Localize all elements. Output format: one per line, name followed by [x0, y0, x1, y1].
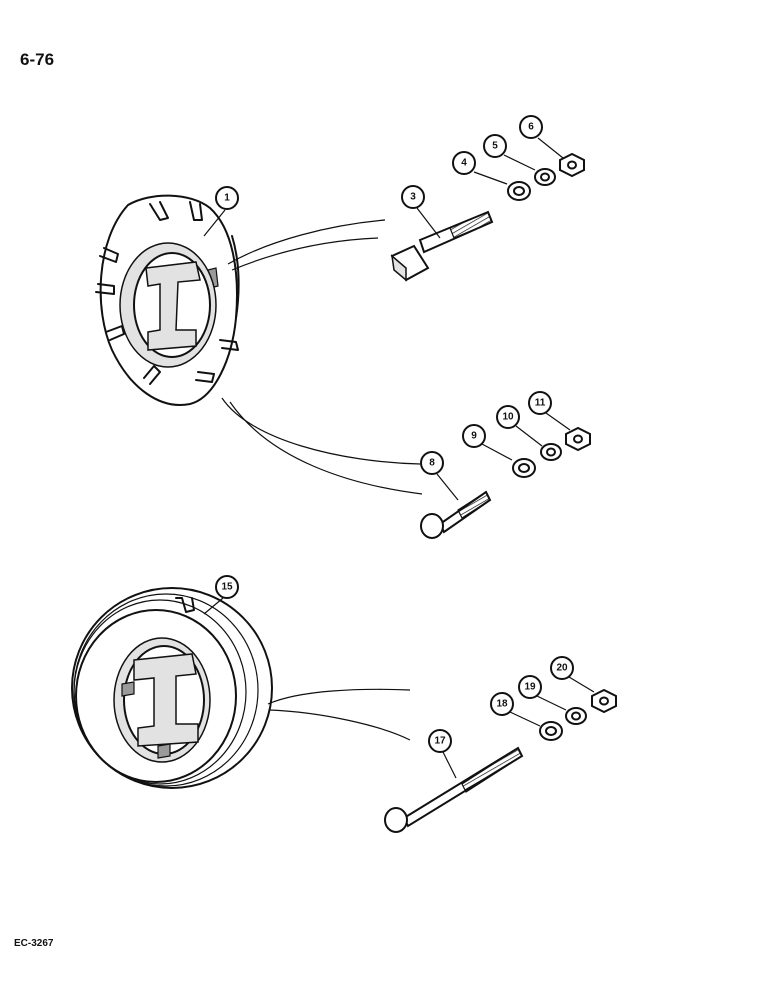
hex-nut — [591, 688, 617, 714]
callout-9: 9 — [462, 424, 513, 461]
svg-text:20: 20 — [556, 663, 568, 674]
flat-washer — [507, 181, 531, 201]
callout-6: 6 — [519, 115, 564, 159]
svg-text:3: 3 — [410, 192, 416, 203]
lock-washer — [540, 443, 562, 461]
callout-5: 5 — [483, 134, 536, 171]
wheel-weight-upper — [95, 194, 240, 406]
svg-text:8: 8 — [429, 458, 435, 469]
page-number: 6-76 — [20, 50, 55, 69]
callout-19: 19 — [518, 675, 567, 711]
svg-text:15: 15 — [221, 582, 233, 593]
svg-text:18: 18 — [496, 699, 508, 710]
lock-washer — [534, 168, 556, 186]
callout-10: 10 — [496, 405, 543, 447]
figure-code: EC-3267 — [14, 938, 54, 949]
callout-20: 20 — [550, 656, 595, 693]
hex-nut — [559, 152, 585, 178]
svg-text:5: 5 — [492, 141, 498, 152]
flat-washer — [512, 458, 536, 478]
svg-text:19: 19 — [524, 682, 536, 693]
wheel-weight-lower — [71, 587, 273, 789]
callout-1: 1 — [203, 186, 239, 237]
callout-3: 3 — [401, 185, 441, 239]
callout-18: 18 — [490, 692, 541, 727]
callout-11: 11 — [528, 391, 571, 431]
svg-text:11: 11 — [535, 398, 546, 409]
svg-text:4: 4 — [461, 158, 467, 169]
callout-15: 15 — [203, 575, 239, 615]
assembly-line — [269, 709, 411, 741]
svg-text:17: 17 — [434, 736, 446, 747]
lock-washer — [565, 707, 587, 725]
svg-text:1: 1 — [224, 193, 230, 204]
assembly-line — [231, 237, 379, 271]
assembly-line — [229, 401, 423, 495]
bolt-square-head — [390, 210, 494, 282]
flat-washer — [539, 721, 563, 741]
hex-nut — [565, 426, 591, 452]
callout-8: 8 — [420, 451, 459, 501]
carriage-bolt — [420, 490, 492, 539]
callout-17: 17 — [428, 729, 457, 779]
svg-text:9: 9 — [471, 431, 477, 442]
svg-text:10: 10 — [502, 412, 514, 423]
assembly-line — [267, 688, 411, 705]
assembly-line — [221, 397, 421, 465]
assembly-line — [227, 219, 386, 265]
callout-4: 4 — [452, 151, 508, 185]
svg-text:6: 6 — [528, 122, 534, 133]
long-carriage-bolt — [384, 746, 524, 833]
